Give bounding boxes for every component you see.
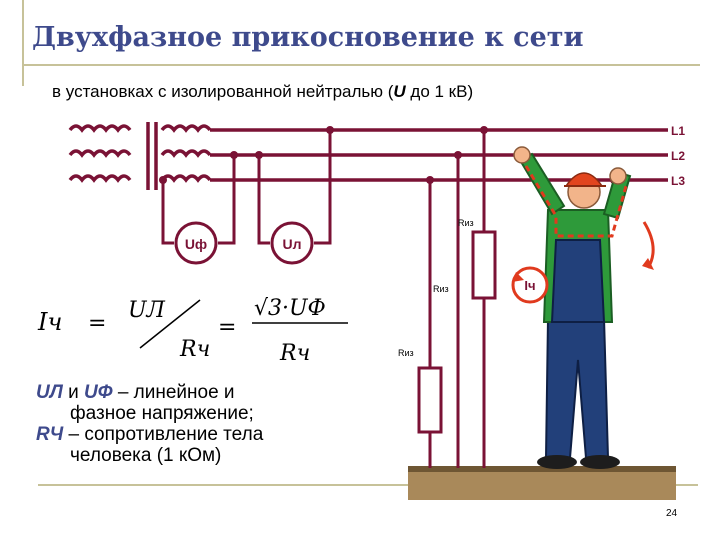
legend-text4: человека (1 кОм) <box>70 445 222 466</box>
resistor-label-3: Rиз <box>398 348 414 358</box>
legend-text2: фазное напряжение; <box>70 403 254 424</box>
formula-lhs: Iч <box>37 308 62 336</box>
ground-edge <box>408 466 676 472</box>
formula-slash <box>139 299 201 349</box>
subtitle-suffix: до 1 кВ) <box>405 82 474 101</box>
subtitle-prefix: в установках с изолированной нейтралью ( <box>52 82 394 101</box>
legend-line-1: UЛ и UФ – линейное и <box>36 382 263 403</box>
label-l3: L3 <box>671 174 685 188</box>
current-arrowhead-right <box>642 258 654 270</box>
resistor-label-1: Rиз <box>458 218 474 228</box>
transformer-symbol <box>68 122 212 190</box>
formula-equals-2: = <box>218 315 236 340</box>
current-indicator <box>511 266 549 304</box>
ground-floor <box>408 470 676 500</box>
frame-vertical-line <box>22 0 24 86</box>
subtitle-symbol: U <box>393 82 406 101</box>
label-l2: L2 <box>671 149 685 163</box>
voltmeter-phase-label: Uф <box>185 236 207 252</box>
insulation-resistor-l3 <box>417 180 443 468</box>
legend-text: UЛ и UФ – линейное и фазное напряжение; … <box>36 382 263 466</box>
voltmeter-line: Uл <box>270 221 314 265</box>
person-figure <box>513 146 632 469</box>
page-number: 24 <box>666 508 678 519</box>
legend-and: и <box>68 382 79 403</box>
current-formula: Iч = UЛ Rч = √3·UФ Rч <box>37 296 348 366</box>
legend-text3: – сопротивление тела <box>68 424 264 445</box>
current-path <box>524 165 628 238</box>
legend-text1: – линейное и <box>117 382 235 403</box>
frame-bottom-rule <box>38 484 698 486</box>
resistor-label-2: Rиз <box>433 284 449 294</box>
legend-line-3: RЧ – сопротивление тела <box>36 424 263 445</box>
formula-num2: √3·UФ <box>254 296 326 321</box>
slide-subtitle: в установках с изолированной нейтралью (… <box>52 82 473 102</box>
legend-rch: RЧ <box>36 424 64 445</box>
legend-uf: UФ <box>83 382 113 403</box>
current-indicator-arrow <box>512 272 524 282</box>
formula-den2: Rч <box>279 341 310 366</box>
voltmeter-line-label: Uл <box>282 236 301 252</box>
formula-den1: Rч <box>179 337 210 362</box>
legend-ul: UЛ <box>36 382 63 403</box>
slide-title: Двухфазное прикосновение к сети <box>32 22 584 53</box>
formula-equals-1: = <box>88 311 106 336</box>
formula-num1: UЛ <box>128 298 166 323</box>
meter-wiring <box>161 130 332 245</box>
insulation-resistor-l1 <box>471 130 497 468</box>
label-l1: L1 <box>671 124 685 138</box>
current-label: Iч <box>524 278 535 293</box>
frame-title-rule <box>22 64 700 66</box>
voltmeter-phase: Uф <box>174 221 218 265</box>
